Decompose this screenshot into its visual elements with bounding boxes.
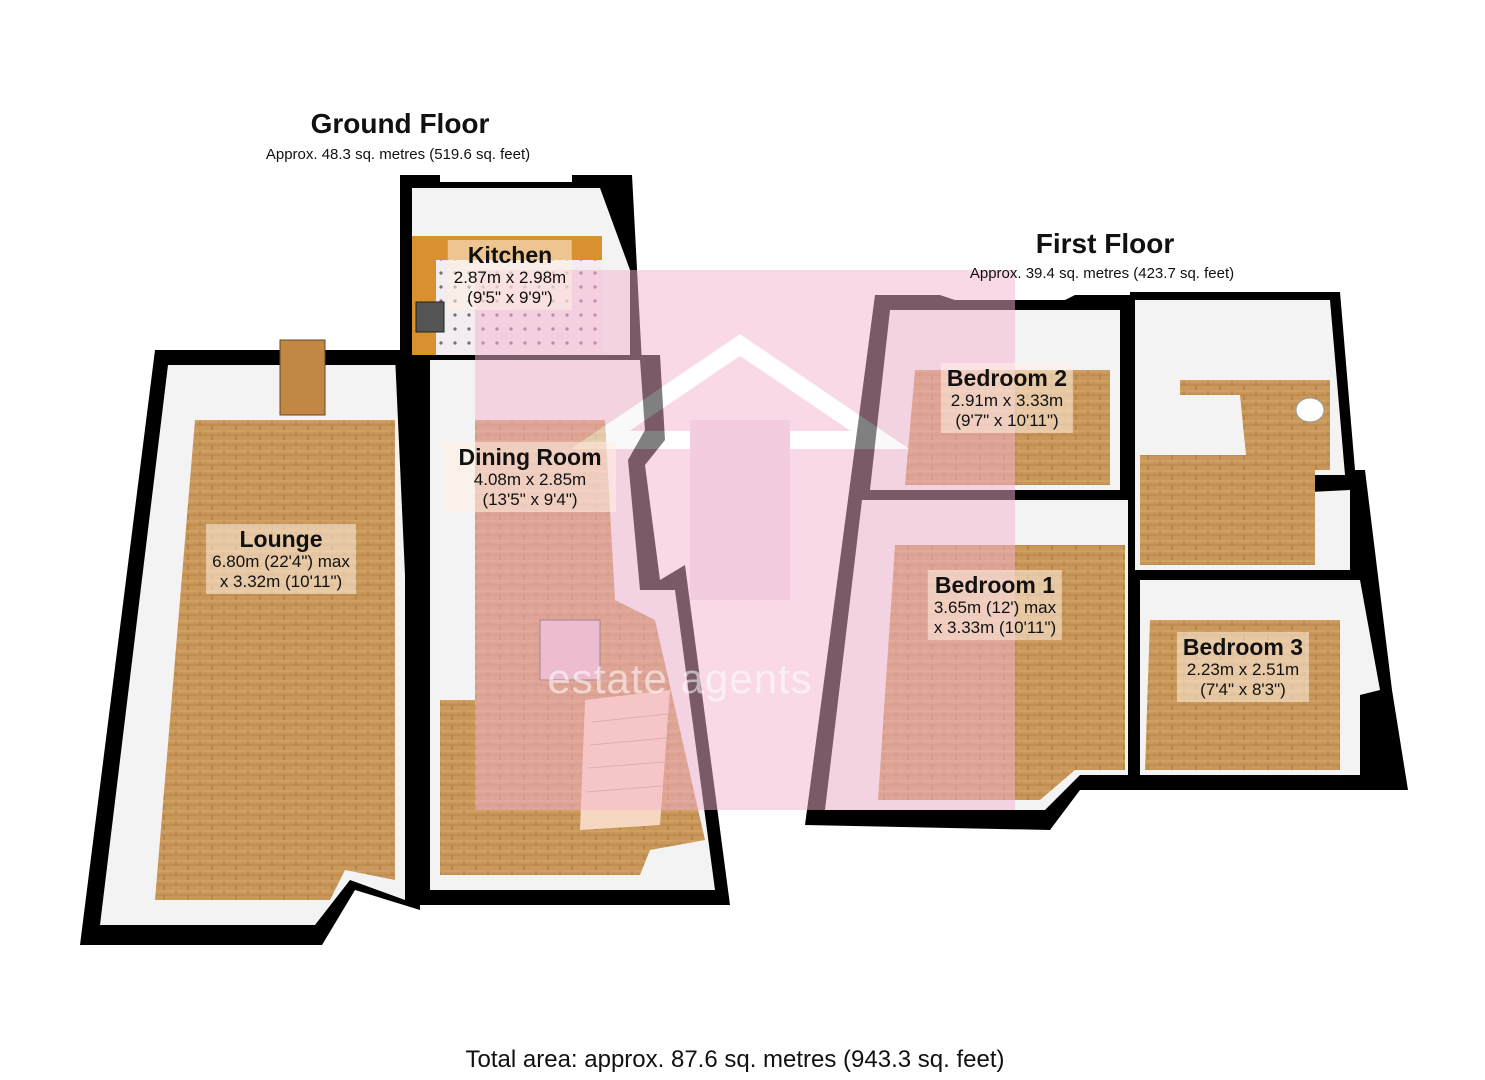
ground-floor-area: Approx. 48.3 sq. metres (519.6 sq. feet) [265,146,531,163]
room-dim-imperial: x 3.32m (10'11") [219,571,343,591]
landing [1135,395,1350,570]
total-area: Total area: approx. 87.6 sq. metres (943… [465,1046,1005,1073]
bedroom-3-label: Bedroom 3 2.23m x 2.51m (7'4" x 8'3") [1176,632,1310,702]
room-dim-imperial: x 3.33m (10'11") [933,617,1057,637]
bedroom-1-label: Bedroom 1 3.65m (12') max x 3.33m (10'11… [927,570,1063,640]
ground-floor-title: Ground Floor [310,108,490,139]
kitchen-label: Kitchen 2.87m x 2.98m (9'5" x 9'9") [447,240,573,310]
room-dim-metric: 2.91m x 3.33m [950,391,1064,411]
room-name: Bedroom 3 [1182,634,1304,660]
room-dim-imperial: (13'5" x 9'4") [482,489,578,509]
room-dim-imperial: (9'7" x 10'11") [955,410,1059,430]
bedroom-2-label: Bedroom 2 2.91m x 3.33m (9'7" x 10'11") [940,363,1074,433]
room-name: Bedroom 1 [934,572,1056,598]
room-name: Bedroom 2 [946,365,1068,391]
lounge-label: Lounge 6.80m (22'4") max x 3.32m (10'11"… [206,524,356,594]
first-floor-title: First Floor [1035,228,1175,259]
room-dim-metric: 3.65m (12') max [933,598,1057,618]
room-name: Dining Room [458,444,602,470]
room-dim-imperial: (9'5" x 9'9") [467,287,553,307]
room-name: Kitchen [467,242,553,268]
watermark-logo [475,270,1015,810]
first-floor-area: Approx. 39.4 sq. metres (423.7 sq. feet) [969,265,1235,282]
room-dim-metric: 2.23m x 2.51m [1186,660,1300,680]
dining-room-label: Dining Room 4.08m x 2.85m (13'5" x 9'4") [444,442,616,512]
watermark-text: estate agents [547,655,813,702]
room-dim-metric: 2.87m x 2.98m [453,268,567,288]
lounge-room [80,350,420,945]
room-dim-metric: 6.80m (22'4") max [212,552,350,572]
room-dim-metric: 4.08m x 2.85m [473,470,587,490]
room-name: Lounge [239,526,323,552]
front-door [279,339,326,416]
room-dim-imperial: (7'4" x 8'3") [1200,679,1286,699]
